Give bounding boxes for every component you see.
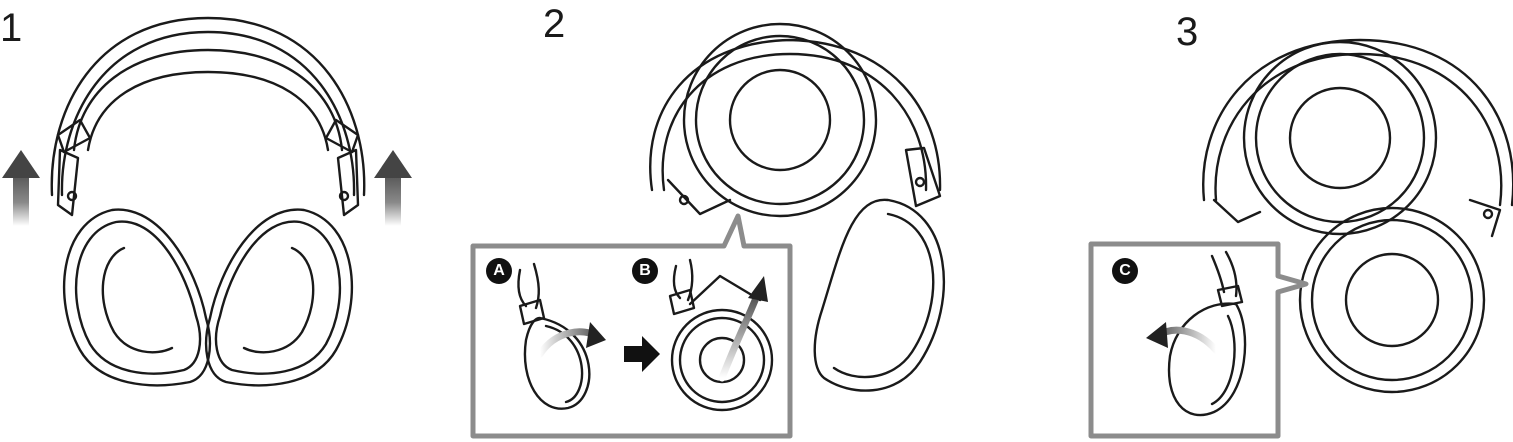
up-arrow-right bbox=[385, 174, 401, 226]
inset-b-illustration bbox=[668, 258, 774, 412]
inset-c-illustration bbox=[1167, 250, 1247, 417]
rotate-arrow-c-head bbox=[1146, 322, 1168, 348]
rotate-arrow-a-head bbox=[586, 322, 606, 348]
callout-badge-c: C bbox=[1112, 258, 1138, 284]
callout-badge-a: A bbox=[486, 258, 512, 284]
callout-panel-ab bbox=[470, 213, 793, 439]
step-number-1: 1 bbox=[0, 6, 23, 50]
rotate-arrow-b-head bbox=[748, 276, 768, 302]
step-number-2: 2 bbox=[543, 2, 566, 46]
up-arrow-left-head bbox=[2, 150, 40, 178]
right-arrow-between-insets bbox=[624, 336, 660, 372]
inset-a-illustration bbox=[517, 262, 591, 410]
callout-panel-c bbox=[1088, 241, 1309, 439]
step-number-3: 3 bbox=[1176, 10, 1199, 54]
callout-badge-b: B bbox=[632, 258, 658, 284]
up-arrow-right-head bbox=[374, 150, 412, 178]
rotate-arrow-b bbox=[718, 294, 760, 382]
step1-headphones-illustration bbox=[50, 16, 366, 387]
step3-headphones-illustration bbox=[1202, 38, 1513, 394]
up-arrow-left bbox=[13, 174, 29, 226]
step2-headphones-illustration bbox=[649, 22, 946, 392]
